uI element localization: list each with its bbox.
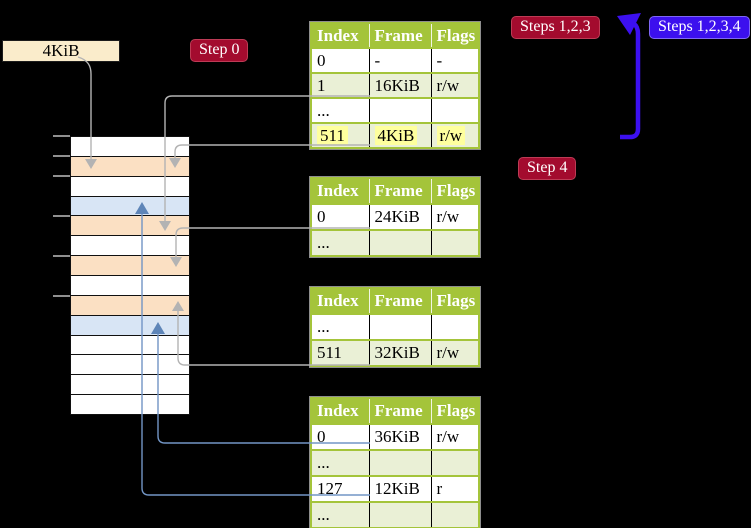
table-header-row: Index Frame Flags [311,23,479,48]
flags-cell [430,313,479,340]
frame-cell [368,501,431,528]
flags-cell: r/w [430,423,479,450]
column-header: Frame [368,288,431,314]
index-cell: ... [311,313,369,340]
table-header-row: Index Frame Flags [311,288,479,314]
memory-frame-row [71,314,189,335]
frame-cell [368,449,431,476]
memory-frame-row [71,137,189,156]
memory-frame-row [71,235,189,256]
table-row: ... [311,229,479,256]
memory-frame-row [71,394,189,415]
badge-steps-1-2-3: Steps 1,2,3 [511,16,600,39]
index-cell: 0 [311,203,369,230]
table-row: 1 16KiB r/w [311,72,479,98]
frame-cell: 16KiB [368,72,431,98]
frame-cell [368,229,431,256]
page-table-4: Index Frame Flags 0 36KiB r/w ... 127 [310,397,480,528]
index-cell: 0 [311,47,369,73]
memory-frame-row [71,294,189,315]
memory-frame-row [71,175,189,196]
table-row: 0 36KiB r/w [311,423,479,450]
highlighted-value: r/w [436,125,466,145]
index-cell: 0 [311,423,369,450]
frame-cell [368,313,431,340]
memory-strip [70,136,190,415]
table-row: 0 24KiB r/w [311,203,479,230]
memory-frame-row [71,195,189,216]
frame-cell: - [368,47,431,73]
flags-cell: r [430,475,479,502]
table-row: ... [311,97,479,123]
column-header: Flags [430,288,479,314]
table-row-highlighted: 511 4KiB r/w [311,122,479,148]
column-header: Flags [430,178,479,204]
highlighted-value: 4KiB [374,125,418,145]
column-header: Index [311,398,369,424]
badge-steps-1-2-3-4: Steps 1,2,3,4 [649,16,750,39]
memory-frame-row [71,215,189,236]
page-table-2: Index Frame Flags 0 24KiB r/w ... [310,177,480,257]
memory-frame-row [71,155,189,176]
frame-cell: 12KiB [368,475,431,502]
memory-frame-row [71,334,189,355]
index-cell: ... [311,229,369,256]
flags-cell: r/w [430,203,479,230]
column-header: Flags [430,398,479,424]
column-header: Frame [368,178,431,204]
table-header-row: Index Frame Flags [311,178,479,204]
table-row: ... [311,449,479,476]
loop-arrow [620,19,641,140]
column-header: Index [311,23,369,48]
flags-cell: - [430,47,479,73]
column-header: Frame [368,23,431,48]
flags-cell [430,449,479,476]
badge-step-0: Step 0 [190,39,249,62]
index-cell: ... [311,97,369,123]
frame-cell: 24KiB [368,203,431,230]
page-table-3: Index Frame Flags ... 511 32KiB r/w [310,287,480,367]
frame-cell: 36KiB [368,423,431,450]
table-row: ... [311,501,479,528]
flags-cell [430,229,479,256]
tick-mark [53,295,70,297]
index-cell: 127 [311,475,369,502]
index-cell: 1 [311,72,369,98]
memory-frame-row [71,275,189,295]
index-cell: 511 [311,122,369,148]
tick-mark [53,155,70,157]
table-row: 511 32KiB r/w [311,339,479,366]
column-header: Index [311,288,369,314]
index-cell: ... [311,449,369,476]
table-row: 0 - - [311,47,479,73]
column-header: Flags [430,23,479,48]
memory-frame-row [71,354,189,375]
loop-arrowhead-icon [617,13,641,35]
page-table-1: Index Frame Flags 0 - - 1 16KiB r/w ... [310,22,480,149]
frame-cell [368,97,431,123]
memory-frame-row [71,255,189,276]
flags-cell: r/w [430,339,479,366]
column-header: Frame [368,398,431,424]
flags-cell [430,97,479,123]
memory-frame-row [71,374,189,395]
column-header: Index [311,178,369,204]
flags-cell [430,501,479,528]
frame-cell: 32KiB [368,339,431,366]
frame-cell: 4KiB [368,122,431,148]
tick-mark [53,215,70,217]
tick-mark [53,135,70,137]
table-row: 127 12KiB r [311,475,479,502]
badge-step-4: Step 4 [518,157,577,180]
index-cell: 511 [311,339,369,366]
index-cell: ... [311,501,369,528]
tick-mark [53,175,70,177]
frame-size-label: 4KiB [2,40,120,62]
flags-cell: r/w [430,122,479,148]
flags-cell: r/w [430,72,479,98]
highlighted-value: 511 [317,125,348,145]
tick-mark [53,255,70,257]
table-header-row: Index Frame Flags [311,398,479,424]
table-row: ... [311,313,479,340]
